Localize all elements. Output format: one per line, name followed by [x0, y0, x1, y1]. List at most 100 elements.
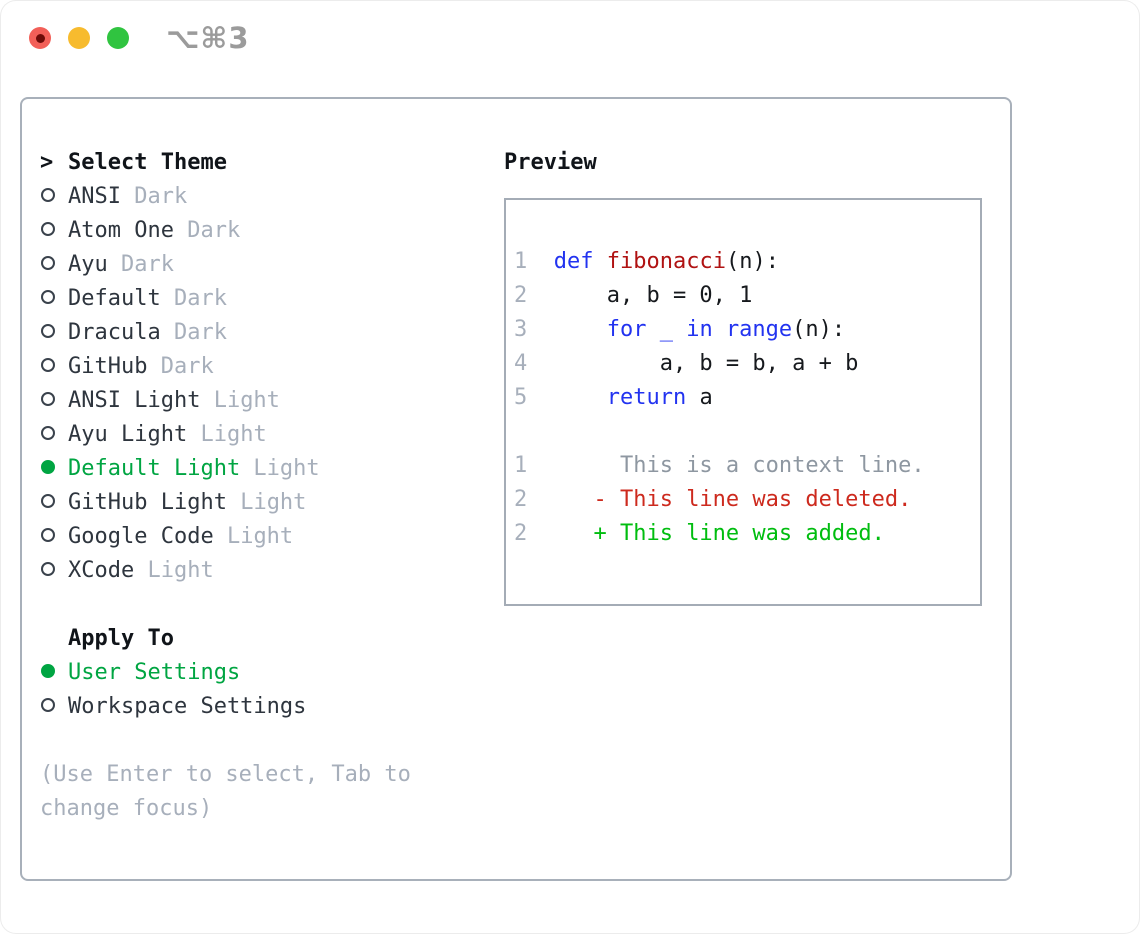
line-number: 2 [514, 521, 528, 546]
preview-line [514, 415, 980, 449]
theme-name: Google Code [68, 524, 214, 549]
apply-to-title: Apply To [68, 626, 174, 651]
code-token [527, 249, 554, 274]
theme-option-ansi-light[interactable]: ANSI Light Light [40, 384, 411, 418]
theme-option-default[interactable]: Default Dark [40, 282, 411, 316]
code-token: fibonacci [606, 249, 726, 274]
preview-line: 1 def fibonacci(n): [514, 245, 980, 279]
radio-icon [41, 664, 55, 678]
theme-option-xcode[interactable]: XCode Light [40, 554, 411, 588]
line-number: 1 [514, 453, 528, 478]
line-number: 4 [514, 351, 528, 376]
hint-text: (Use Enter to select, Tab to change focu… [40, 758, 411, 826]
code-token: return [606, 385, 687, 410]
code-token [527, 317, 606, 342]
theme-option-ayu-light[interactable]: Ayu Light Light [40, 418, 411, 452]
theme-tag: Dark [147, 354, 214, 379]
radio-icon [41, 562, 55, 576]
theme-option-github[interactable]: GitHub Dark [40, 350, 411, 384]
theme-tag: Light [226, 490, 307, 515]
theme-tag: Light [213, 524, 294, 549]
theme-option-ayu[interactable]: Ayu Dark [40, 248, 411, 282]
code-token: a [686, 385, 713, 410]
select-theme-header: >Select Theme [40, 146, 411, 180]
theme-option-github-light[interactable]: GitHub Light Light [40, 486, 411, 520]
line-number: 5 [514, 385, 528, 410]
preview-line: 2 - This line was deleted. [514, 483, 980, 517]
radio-icon [41, 324, 55, 338]
line-number: 2 [514, 487, 528, 512]
theme-tag: Light [187, 422, 267, 447]
theme-tag: Dark [120, 184, 188, 209]
spacer [40, 724, 411, 758]
close-button[interactable] [29, 27, 51, 49]
line-number: 2 [514, 283, 528, 308]
theme-option-dracula[interactable]: Dracula Dark [40, 316, 411, 350]
code-token: for _ in range [606, 317, 793, 342]
radio-icon [41, 392, 55, 406]
preview-line: 1 This is a context line. [514, 449, 980, 483]
code-token [594, 249, 607, 274]
radio-icon [41, 460, 55, 474]
apply-to-header: Apply To [40, 622, 411, 656]
theme-name: Atom One [68, 218, 174, 243]
zoom-button[interactable] [107, 27, 129, 49]
line-number: 3 [514, 317, 528, 342]
radio-icon [41, 528, 55, 542]
theme-tag: Dark [107, 252, 174, 277]
radio-icon [41, 290, 55, 304]
theme-tag: Dark [160, 320, 227, 345]
radio-icon [41, 256, 55, 270]
line-number: 1 [514, 249, 528, 274]
theme-tag: Light [134, 558, 214, 583]
theme-name: XCode [68, 558, 135, 583]
theme-name: GitHub Light [68, 490, 227, 515]
theme-option-ansi[interactable]: ANSI Dark [40, 180, 411, 214]
theme-name: GitHub [68, 354, 148, 379]
minimize-button[interactable] [68, 27, 90, 49]
preview-line: 4 a, b = b, a + b [514, 347, 980, 381]
code-token: def [553, 249, 594, 274]
preview-column: Preview 1 def fibonacci(n):2 a, b = 0, 1… [504, 146, 992, 606]
preview-line: 2 a, b = 0, 1 [514, 279, 980, 313]
theme-option-atom-one[interactable]: Atom One Dark [40, 214, 411, 248]
code-token: - This line was deleted. [527, 487, 912, 512]
hint-line-2: change focus) [40, 796, 213, 821]
traffic-lights [29, 27, 129, 49]
code-token [527, 385, 606, 410]
preview-header: Preview [504, 146, 992, 180]
theme-name: Ayu [68, 252, 108, 277]
code-token: + This line was added. [527, 521, 885, 546]
theme-tag: Light [240, 456, 320, 481]
radio-icon [41, 358, 55, 372]
preview-line: 3 for _ in range(n): [514, 313, 980, 347]
spacer [40, 588, 411, 622]
code-token: a, b = b, a + b [527, 351, 859, 376]
code-token: (n): [725, 249, 779, 274]
theme-option-google-code[interactable]: Google Code Light [40, 520, 411, 554]
theme-name: Ayu Light [68, 422, 188, 447]
theme-tag: Dark [160, 286, 227, 311]
close-dot-icon [35, 33, 45, 43]
apply-option-user-settings[interactable]: User Settings [40, 656, 411, 690]
apply-option-label: User Settings [68, 660, 241, 685]
hint-line-1: (Use Enter to select, Tab to [40, 762, 411, 787]
apply-option-workspace-settings[interactable]: Workspace Settings [40, 690, 411, 724]
code-token: a, b = 0, 1 [527, 283, 753, 308]
preview-title: Preview [504, 150, 597, 175]
theme-name: Dracula [68, 320, 161, 345]
theme-name: Default Light [68, 456, 241, 481]
theme-option-default-light[interactable]: Default Light Light [40, 452, 411, 486]
theme-name: ANSI Light [68, 388, 201, 413]
apply-option-label: Workspace Settings [68, 694, 307, 719]
code-token: (n): [792, 317, 846, 342]
radio-icon [41, 426, 55, 440]
theme-name: Default [68, 286, 161, 311]
preview-line: 2 + This line was added. [514, 517, 980, 551]
